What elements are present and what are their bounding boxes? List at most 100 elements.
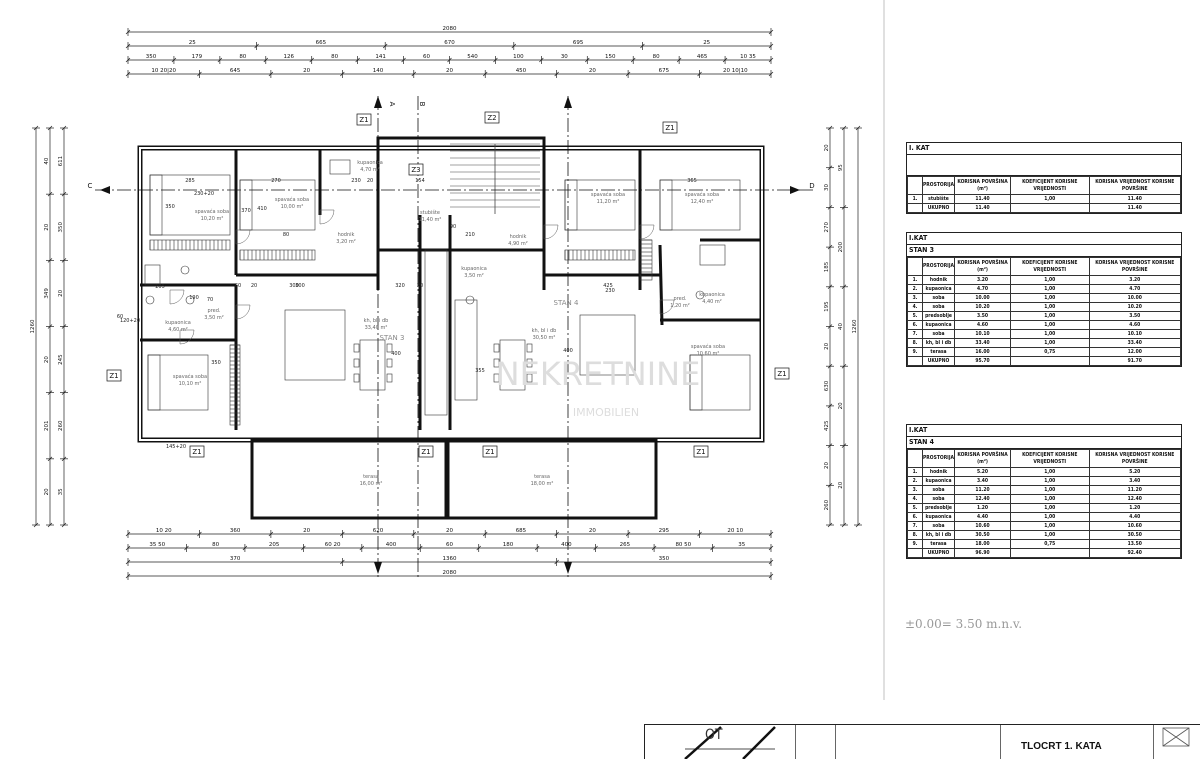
table-cell: kh, bl i db: [921, 338, 956, 348]
table-cell: 1,00: [1009, 512, 1090, 522]
dimension-label: 141: [375, 54, 386, 60]
table-header-cell: KORISNA POVRŠINA (m²): [954, 257, 1011, 276]
drawing-title: TLOCRT 1. KATA: [1021, 741, 1102, 752]
dimension-label: 360: [230, 528, 241, 534]
dimension-label: 370: [230, 556, 241, 562]
table-cell: 10.20: [954, 302, 1011, 312]
table-cell: 5.20: [954, 467, 1011, 477]
inner-dimension: 410: [257, 206, 267, 212]
dimension-label: 270: [824, 222, 830, 233]
table-header-cell: KORISNA POVRŠINA (m²): [954, 449, 1011, 468]
room-area: 12,40 m²: [691, 199, 714, 205]
toilet-icon: [145, 295, 155, 305]
dimension-label: 265: [620, 542, 631, 548]
table-cell: 1,00: [1009, 494, 1090, 504]
pillow-icon: [147, 354, 161, 411]
inner-dimension: 210: [465, 232, 475, 238]
chair-icon: [386, 343, 393, 353]
table-header-cell: KORISNA POVRŠINA (m²): [954, 176, 1011, 195]
dining-table-icon: [359, 339, 386, 391]
dimension-label: 400: [386, 542, 397, 548]
door-swing-icon: [319, 209, 335, 225]
table-header-cell: KORISNA VRIJEDNOST KORISNE POVRŠINE: [1088, 449, 1182, 468]
table-cell: 0,75: [1009, 347, 1090, 357]
table-title: I. KAT: [907, 143, 1181, 155]
dimension-label: 60: [423, 54, 430, 60]
dimension-label: 40: [44, 157, 50, 164]
table-cell: 12.40: [954, 494, 1011, 504]
inner-dimension: 120+20: [120, 318, 140, 324]
apartment-label: STAN 4: [554, 299, 579, 307]
window-tag-label: Z1: [421, 448, 430, 456]
dimension-label: 10 35: [740, 54, 756, 60]
table-cell: 1,00: [1009, 503, 1090, 513]
table-cell: 4.70: [1088, 284, 1182, 294]
window-tag-label: Z3: [411, 166, 420, 174]
inner-dimension: 370: [241, 208, 251, 214]
table-cell: 16.00: [954, 347, 1011, 357]
table-cell: 1,00: [1009, 530, 1090, 540]
dimension-label: 20: [446, 528, 453, 534]
room-name: terasa: [534, 474, 550, 480]
inner-dimension: 145+20: [166, 444, 186, 450]
dimension-label: 540: [467, 54, 478, 60]
room-area: 11,40 m²: [419, 217, 442, 223]
section-arrow-icon: [564, 562, 572, 574]
inner-dimension: 20: [251, 283, 257, 289]
terrace-wall: [250, 438, 450, 520]
watermark: NEKRETNINE: [496, 355, 701, 393]
chair-icon: [493, 343, 500, 353]
table-cell: 0,75: [1009, 539, 1090, 549]
bathtub-icon: [329, 159, 351, 175]
table-cell: 10.60: [954, 521, 1011, 531]
table-cell: [1009, 548, 1090, 558]
table-cell: 3.50: [1088, 311, 1182, 321]
dimension-label: 180: [503, 542, 514, 548]
table-header-cell: KOEFICIJENT KORISNE VRIJEDNOSTI: [1009, 449, 1090, 468]
table-cell: 1,00: [1009, 338, 1090, 348]
table-cell: 92.40: [1088, 548, 1182, 558]
dimension-label: 260: [58, 420, 64, 431]
table-cell: [907, 356, 923, 366]
window-tag-label: Z1: [485, 448, 494, 456]
dimension-label: 95: [838, 164, 844, 171]
dimension-label: 450: [516, 68, 527, 74]
dimension-label: 465: [697, 54, 708, 60]
table-cell: 1,00: [1009, 194, 1090, 204]
room-area: 4,70 m²: [360, 167, 380, 173]
inner-dimension: 320: [395, 283, 405, 289]
table-cell: 1,00: [1009, 320, 1090, 330]
window-tag-label: Z1: [359, 116, 368, 124]
dimension-label: 25: [189, 40, 196, 46]
dimension-label: 10 20|20: [151, 68, 176, 74]
ot-mark-icon: [684, 726, 776, 759]
dimension-label: 60 20: [325, 542, 341, 548]
room-name: spavaća soba: [691, 343, 725, 350]
room-name: kupaonica: [699, 292, 725, 298]
dimension-label: 60: [446, 542, 453, 548]
table-cell: 13.50: [1088, 539, 1182, 549]
table-cell: hodnik: [921, 275, 956, 285]
inner-dimension: 60: [235, 283, 241, 289]
room-name: kupaonica: [357, 160, 383, 166]
window-tag-label: Z2: [487, 114, 496, 122]
dimension-label: 201: [44, 421, 50, 432]
dimension-label: 350: [659, 556, 670, 562]
dimension-label: 126: [284, 54, 295, 60]
table-cell: 1,00: [1009, 476, 1090, 486]
room-name: pred.: [208, 308, 221, 314]
room-area: 4,90 m²: [508, 241, 528, 247]
door-swing-icon: [543, 224, 559, 240]
door-swing-icon: [235, 304, 251, 320]
dimension-label: 25: [703, 40, 710, 46]
pillow-icon: [239, 179, 253, 231]
dimension-label: 20: [446, 68, 453, 74]
toilet-icon: [180, 265, 190, 275]
